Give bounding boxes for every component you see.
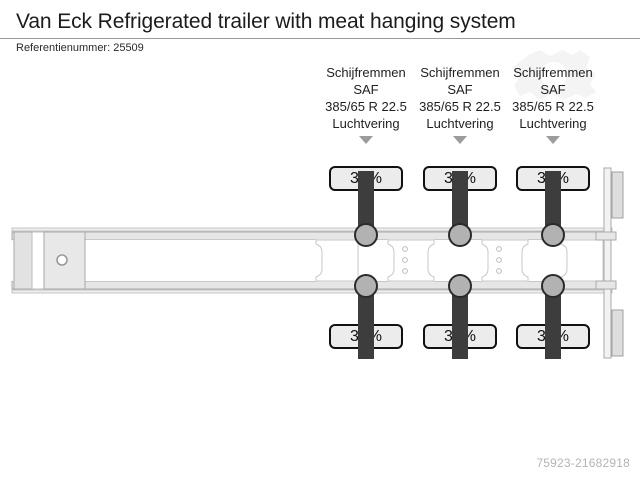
- axle-3-suspension: Luchtvering: [519, 116, 587, 131]
- axle-3-brand: SAF: [540, 82, 566, 97]
- axle-2-brake-type: Schijfremmen: [420, 65, 500, 80]
- axle-spec-1: Schijfremmen SAF 385/65 R 22.5 Luchtveri…: [308, 64, 424, 132]
- wheel-hubs: [354, 223, 565, 298]
- rear-light-lower: [611, 309, 624, 357]
- chevron-down-icon-axle-2: [453, 136, 467, 144]
- axle-spec-3: Schijfremmen SAF 385/65 R 22.5 Luchtveri…: [495, 64, 611, 132]
- axle-2-brand: SAF: [447, 82, 473, 97]
- chevron-down-icon-axle-1: [359, 136, 373, 144]
- kingpin-circle-icon: [56, 254, 68, 266]
- axle-spec-2: Schijfremmen SAF 385/65 R 22.5 Luchtveri…: [402, 64, 518, 132]
- chevron-down-icon-axle-3: [546, 136, 560, 144]
- rear-light-upper: [611, 171, 624, 219]
- axle-1-tyre-size: 385/65 R 22.5: [325, 99, 407, 114]
- axle-3-brake-type: Schijfremmen: [513, 65, 593, 80]
- axle-3-tyre-size: 385/65 R 22.5: [512, 99, 594, 114]
- axle-1-suspension: Luchtvering: [332, 116, 400, 131]
- kingpin-assembly: [13, 231, 86, 290]
- header-divider: [0, 38, 640, 39]
- axle-1-brand: SAF: [353, 82, 379, 97]
- trailer-top-view-diagram: [0, 150, 640, 380]
- page-title: Van Eck Refrigerated trailer with meat h…: [16, 10, 516, 33]
- watermark-code: 75923-21682918: [536, 456, 630, 470]
- axle-1-brake-type: Schijfremmen: [326, 65, 406, 80]
- rear-assembly: [595, 167, 624, 359]
- suspension-brackets: [315, 239, 604, 282]
- axle-2-tyre-size: 385/65 R 22.5: [419, 99, 501, 114]
- axle-2-suspension: Luchtvering: [426, 116, 494, 131]
- reference-number: Referentienummer: 25509: [16, 42, 144, 54]
- bracket-holes: [402, 246, 502, 274]
